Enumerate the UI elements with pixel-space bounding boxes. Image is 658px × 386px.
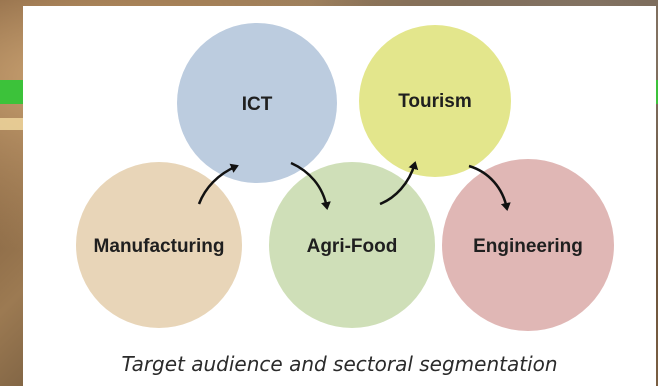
arrow-ict-to-agrifood [290,161,331,210]
label-engineering: Engineering [473,236,583,257]
label-agrifood: Agri-Food [307,236,398,257]
diagram-caption: Target audience and sectoral segmentatio… [121,352,558,376]
circle-ict [177,23,337,183]
label-manufacturing: Manufacturing [94,236,225,257]
label-ict: ICT [242,94,273,115]
sector-diagram: Manufacturing Agri-Food Engineering ICT … [76,23,614,331]
light-glint [0,118,24,130]
arrow-tourism-to-engineering [468,164,511,211]
arrow-agrifood-to-tourism [379,161,419,206]
diagram-card: Manufacturing Agri-Food Engineering ICT … [23,6,656,386]
arrow-manufacturing-to-ict [197,163,239,205]
circle-agrifood [269,162,435,328]
circle-tourism [359,25,511,177]
label-tourism: Tourism [398,91,472,112]
circle-engineering [442,159,614,331]
green-bar-left [0,80,24,104]
